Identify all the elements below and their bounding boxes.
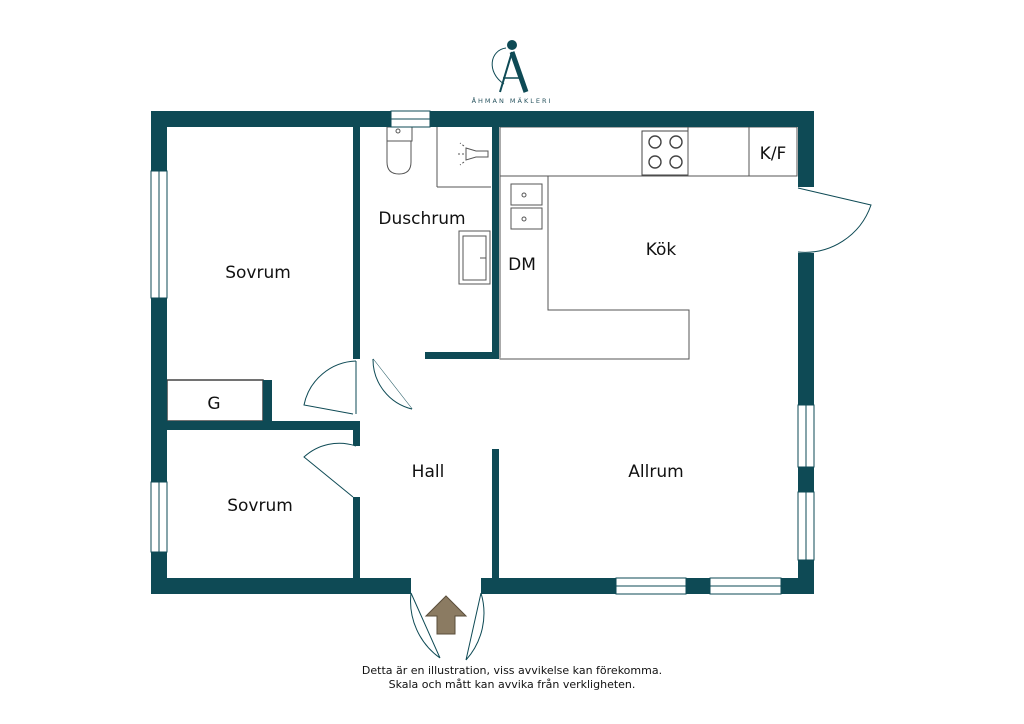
washbasin-icon (458, 230, 491, 285)
label-sovrum-large: Sovrum (225, 263, 291, 283)
toilet-icon (386, 126, 413, 175)
brand-name: ÅHMAN MÄKLERI (472, 96, 553, 105)
disclaimer-line-1: Detta är en illustration, viss avvikelse… (361, 664, 663, 677)
label-hall: Hall (412, 462, 445, 482)
label-kok: Kök (646, 240, 677, 260)
entrance-arrow-icon (424, 595, 468, 635)
label-kf: K/F (760, 144, 787, 164)
shower-icon (436, 127, 491, 188)
label-sovrum-small: Sovrum (227, 496, 293, 516)
label-allrum: Allrum (628, 462, 683, 482)
sink-icon (510, 183, 543, 230)
walls (151, 111, 814, 594)
windows (150, 110, 815, 595)
label-dm: DM (508, 255, 536, 275)
ahman-a-logo-icon (491, 40, 529, 93)
label-duschrum: Duschrum (378, 209, 465, 229)
stove-icon (641, 130, 689, 176)
label-g: G (207, 394, 220, 414)
disclaimer-line-2: Skala och mått kan avvika från verklighe… (388, 678, 636, 691)
brand-logo: ÅHMAN MÄKLERI (472, 40, 553, 105)
disclaimer: Detta är en illustration, viss avvikelse… (0, 664, 1024, 692)
kitchen-counter (499, 126, 798, 360)
doors (303, 187, 872, 661)
